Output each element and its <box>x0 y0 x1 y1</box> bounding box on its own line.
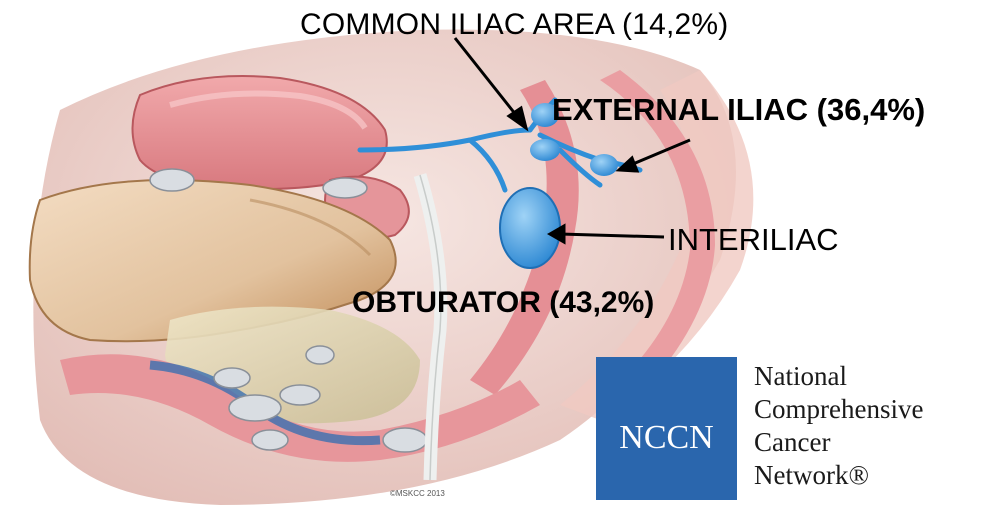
interiliac-node <box>500 188 560 268</box>
nccn-name-line: Comprehensive <box>754 393 923 426</box>
interiliac-label: INTERILIAC <box>668 222 839 258</box>
copyright-text: ©MSKCC 2013 <box>390 489 445 498</box>
nccn-name-line: Cancer <box>754 426 923 459</box>
nccn-name-line: National <box>754 360 923 393</box>
external-iliac-label: EXTERNAL ILIAC (36,4%) <box>552 92 925 128</box>
external-iliac-node-1 <box>530 139 560 161</box>
common-iliac-label: COMMON ILIAC AREA (14,2%) <box>300 8 728 42</box>
nccn-logo: NCCN <box>596 357 737 500</box>
nccn-full-name: National Comprehensive Cancer Network® <box>754 360 923 492</box>
external-iliac-node-2 <box>590 154 618 176</box>
obturator-label: OBTURATOR (43,2%) <box>352 286 654 320</box>
nccn-name-line: Network® <box>754 459 923 492</box>
nccn-logo-text: NCCN <box>596 419 737 457</box>
